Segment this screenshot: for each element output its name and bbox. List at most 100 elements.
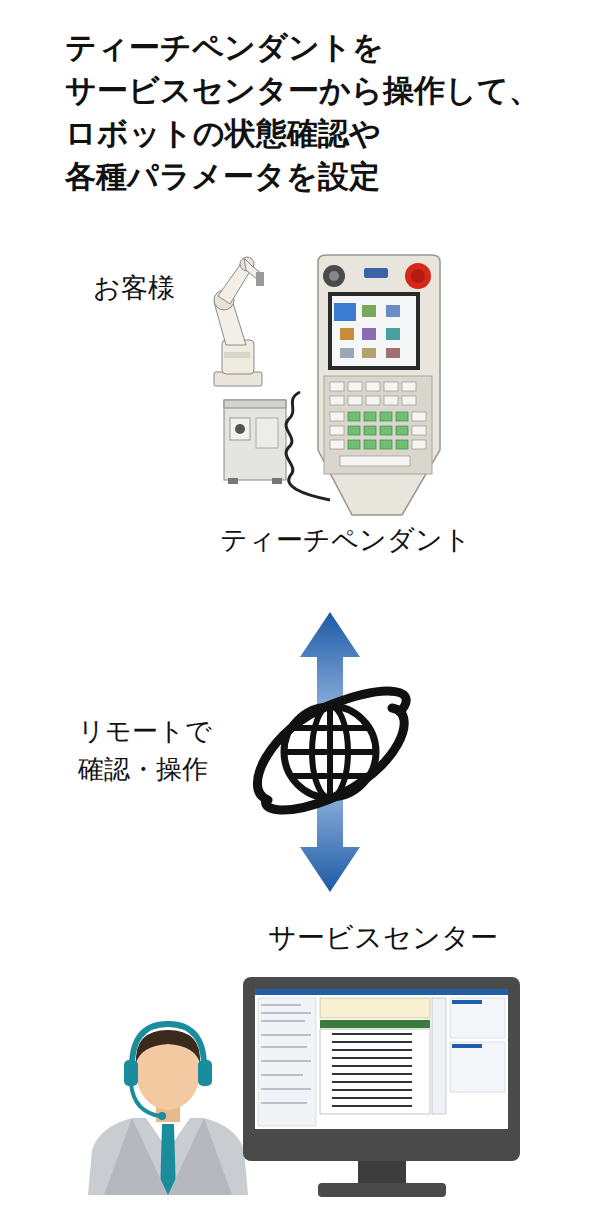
- illustration-shape: [332, 1089, 412, 1091]
- illustration-shape: [332, 1033, 412, 1035]
- illustration-shape: [362, 305, 376, 317]
- illustration-shape: [450, 998, 505, 1038]
- illustration-shape: [332, 1065, 412, 1067]
- illustration-shape: [261, 1004, 311, 1104]
- illustration-shape: [320, 1020, 430, 1028]
- illustration-shape: [411, 269, 425, 283]
- illustration-shape: [228, 478, 238, 484]
- node-caption: ティーチペンダント: [205, 522, 485, 558]
- illustration-shape: [124, 1060, 138, 1086]
- illustration-shape: [402, 382, 416, 391]
- illustration-shape: [261, 1088, 311, 1090]
- illustration-shape: [318, 255, 440, 515]
- customer-label: お客様: [93, 270, 175, 306]
- illustration-shape: [292, 728, 368, 776]
- illustration-shape: [340, 456, 410, 466]
- illustration-shape: [104, 1118, 168, 1195]
- illustration-shape: [412, 440, 426, 449]
- illustration-shape: [362, 328, 376, 340]
- illustration-shape: [258, 998, 316, 1126]
- illustration-shape: [380, 440, 392, 449]
- illustration-shape: [332, 1049, 412, 1051]
- illustration-shape: [364, 412, 376, 421]
- globe-icon: [257, 691, 406, 810]
- robot-arm: [214, 257, 264, 386]
- illustration-shape: [405, 263, 431, 289]
- illustration-shape: [380, 426, 392, 435]
- illustration-shape: [452, 1000, 482, 1004]
- illustration-shape: [386, 305, 400, 317]
- illustration-shape: [320, 1029, 430, 1114]
- illustration-shape: [332, 1041, 412, 1043]
- illustration-shape: [364, 440, 376, 449]
- teach-pendant-node: ティーチペンダント: [205, 250, 485, 612]
- illustration-shape: [88, 1118, 248, 1195]
- illustration-shape: [131, 1084, 160, 1116]
- illustration-shape: [330, 396, 344, 405]
- illustration-shape: [396, 440, 408, 449]
- illustration-shape: [380, 412, 392, 421]
- illustration-shape: [330, 382, 344, 391]
- illustration-shape: [396, 412, 408, 421]
- illustration-shape: [136, 1030, 200, 1064]
- illustration-shape: [384, 382, 398, 391]
- illustration-shape: [261, 1034, 311, 1036]
- illustration-shape: [329, 271, 339, 281]
- illustration-shape: [168, 1118, 232, 1195]
- illustration-shape: [284, 749, 376, 755]
- illustration-shape: [432, 998, 446, 1114]
- teach-pendant: [286, 255, 440, 515]
- illustration-shape: [256, 272, 264, 286]
- illustration-shape: [198, 1060, 212, 1086]
- illustration-shape: [330, 412, 344, 421]
- illustration-shape: [412, 412, 426, 421]
- illustration-shape: [318, 1183, 446, 1197]
- illustration-shape: [261, 1074, 303, 1076]
- illustration-shape: [330, 440, 344, 449]
- illustration-shape: [332, 1097, 412, 1099]
- illustration-shape: [348, 426, 360, 435]
- illustration-shape: [255, 989, 508, 995]
- illustration-shape: [256, 418, 278, 448]
- illustration-shape: [261, 1004, 301, 1006]
- illustration-shape: [330, 412, 426, 466]
- service-center-node: サービスセンター: [240, 892, 525, 1205]
- illustration-shape: [364, 426, 376, 435]
- illustration-shape: [328, 292, 420, 370]
- illustration-shape: [230, 418, 250, 440]
- illustration-shape: [158, 1112, 166, 1120]
- illustration-shape: [261, 1012, 311, 1014]
- illustration-shape: [348, 396, 362, 405]
- illustration-shape: [332, 1033, 412, 1107]
- illustration-shape: [348, 382, 362, 391]
- illustration-shape: [266, 708, 405, 810]
- illustration-shape: [224, 400, 286, 408]
- robot-controller: [224, 400, 286, 484]
- monitor: [243, 977, 520, 1197]
- illustration-shape: [261, 1020, 305, 1022]
- illustration-shape: [243, 977, 520, 1161]
- illustration-shape: [235, 424, 245, 434]
- illustration-shape: [364, 268, 388, 278]
- illustration-shape: [323, 265, 345, 287]
- illustration-shape: [224, 352, 250, 358]
- illustration-shape: [332, 1081, 412, 1083]
- illustration-shape: [330, 382, 416, 405]
- illustration-shape: [348, 412, 408, 449]
- illustration-shape: [340, 348, 354, 358]
- illustration-shape: [261, 1060, 311, 1062]
- illustration-shape: [358, 1161, 406, 1185]
- illustration-shape: [255, 989, 508, 1129]
- illustration-shape: [386, 348, 400, 358]
- illustration-shape: [386, 328, 400, 340]
- illustration-shape: [384, 396, 398, 405]
- illustration-shape: [330, 426, 344, 435]
- illustration-shape: [412, 426, 426, 435]
- illustration-shape: [320, 998, 430, 1018]
- illustration-shape: [348, 440, 360, 449]
- illustration-shape: [132, 1024, 204, 1072]
- illustration-shape: [450, 1042, 505, 1092]
- illustration-shape: [366, 382, 380, 391]
- illustration-shape: [334, 303, 356, 321]
- illustration-shape: [224, 400, 286, 480]
